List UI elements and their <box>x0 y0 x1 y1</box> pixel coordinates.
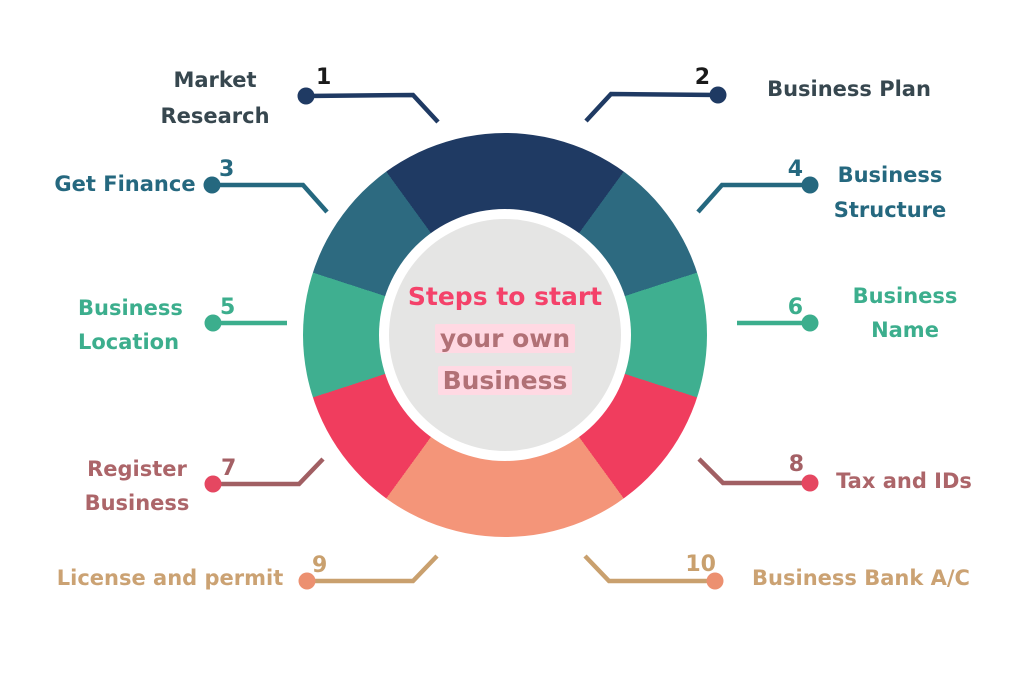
title-line-3: Business <box>385 360 625 402</box>
step-3-label: Get Finance <box>54 172 196 196</box>
step-9-dot <box>298 572 316 590</box>
step-1-number: 1 <box>316 65 332 90</box>
step-7-number: 7 <box>221 456 237 481</box>
step-10-connector <box>583 554 715 584</box>
step-7-label: Register Business <box>84 457 190 515</box>
step-1-dot <box>297 87 315 105</box>
step-4-connector <box>696 182 810 214</box>
step-4-label: Business Structure <box>833 163 947 222</box>
step-7-connector <box>213 457 325 487</box>
step-4-number: 4 <box>787 157 803 182</box>
step-10-dot <box>706 572 724 590</box>
step-8-connector <box>697 457 810 486</box>
step-9-number: 9 <box>312 553 328 578</box>
step-8-number: 8 <box>788 452 804 477</box>
step-4-dot <box>801 176 819 194</box>
step-8-label: Tax and IDs <box>836 469 972 493</box>
step-2-label: Business Plan <box>767 77 931 101</box>
step-9-label: License and permit <box>56 566 284 590</box>
step-9-connector <box>307 554 439 584</box>
step-5-number: 5 <box>220 295 236 320</box>
step-3-number: 3 <box>219 157 235 182</box>
step-10-number: 10 <box>685 552 716 577</box>
infographic-title: Steps to start your own Business <box>385 276 625 402</box>
step-3-connector <box>212 182 329 214</box>
title-line-2: your own <box>385 318 625 360</box>
step-5-label: Business Location <box>78 296 183 354</box>
step-2-dot <box>709 86 727 104</box>
step-7-dot <box>204 475 222 493</box>
step-1-connector <box>305 92 440 124</box>
title-line-1: Steps to start <box>407 282 603 311</box>
step-6-dot <box>801 314 819 332</box>
step-10-label: Business Bank A/C <box>752 566 970 590</box>
step-1-label: Market Research <box>160 68 270 128</box>
step-5-dot <box>204 314 222 332</box>
step-2-connector <box>584 91 719 123</box>
step-8-dot <box>801 474 819 492</box>
step-2-number: 2 <box>694 65 710 90</box>
step-6-label: Business Name <box>852 284 958 342</box>
step-6-number: 6 <box>787 295 803 320</box>
step-3-dot <box>203 176 221 194</box>
